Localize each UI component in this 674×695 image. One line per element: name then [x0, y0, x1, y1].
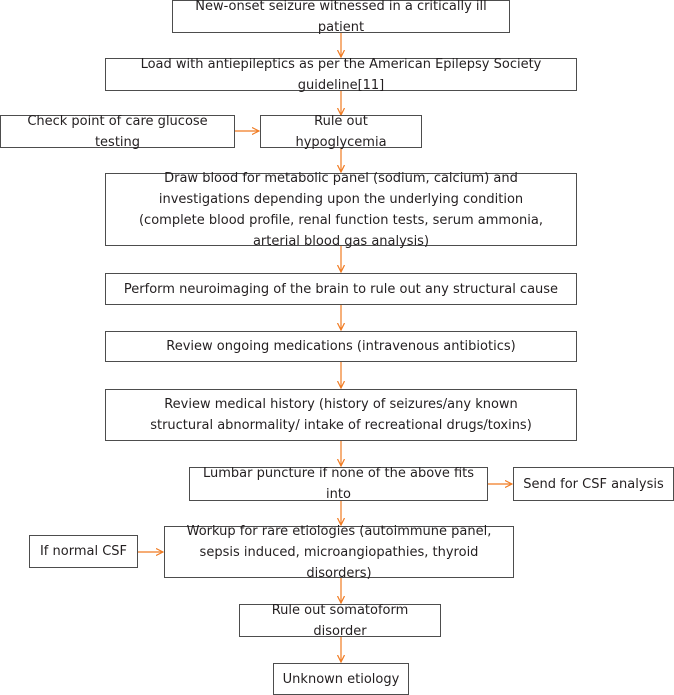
node-csf-analysis: Send for CSF analysis	[513, 467, 674, 501]
node-load-antiepileptics: Load with antiepileptics as per the Amer…	[105, 57, 577, 93]
node-normal-csf: If normal CSF	[29, 535, 138, 568]
node-neuroimaging: Perform neuroimaging of the brain to rul…	[105, 273, 577, 305]
node-unknown-etiology: Unknown etiology	[273, 663, 409, 695]
node-new-onset-seizure: New-onset seizure witnessed in a critica…	[172, 0, 510, 35]
node-rule-out-hypoglycemia: Rule out hypoglycemia	[260, 114, 422, 150]
node-rare-etiologies: Workup for rare etiologies (autoimmune p…	[164, 524, 514, 581]
node-somatoform: Rule out somatoform disorder	[239, 603, 441, 639]
node-draw-blood: Draw blood for metabolic panel (sodium, …	[105, 171, 577, 249]
node-check-glucose: Check point of care glucose testing	[0, 114, 235, 150]
node-review-history: Review medical history (history of seizu…	[105, 389, 577, 441]
node-lumbar-puncture: Lumbar puncture if none of the above fit…	[189, 466, 488, 502]
node-review-medications: Review ongoing medications (intravenous …	[105, 331, 577, 362]
